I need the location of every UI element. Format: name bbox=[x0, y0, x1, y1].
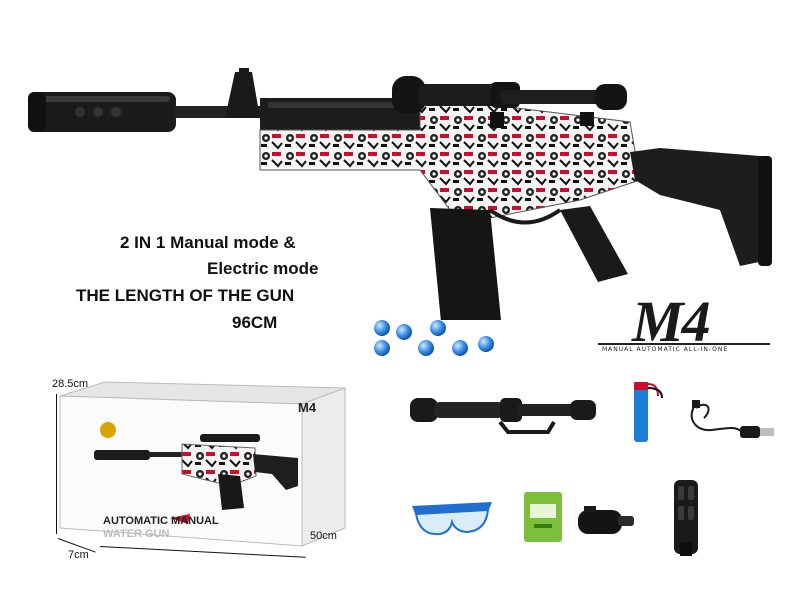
suppressor-icon bbox=[28, 92, 176, 132]
height-dimension-line bbox=[56, 394, 57, 534]
box-depth-label: 7cm bbox=[68, 549, 89, 561]
muzzle-suppressor-accessory-icon bbox=[674, 480, 698, 556]
scope-accessory-icon bbox=[410, 398, 596, 434]
box-model-label: M4 bbox=[298, 400, 317, 415]
logo-divider bbox=[598, 343, 770, 345]
bead bbox=[478, 336, 494, 352]
spec-length-label: THE LENGTH OF THE GUN bbox=[76, 286, 295, 305]
spec-length-value: 96CM bbox=[232, 313, 278, 332]
bead bbox=[418, 340, 434, 356]
logo-subtitle: MANUAL AUTOMATIC ALL-IN-ONE bbox=[602, 346, 729, 353]
scope-icon bbox=[392, 76, 627, 128]
box-height-label: 28.5cm bbox=[52, 378, 89, 390]
water-beads bbox=[374, 320, 494, 356]
bead bbox=[374, 340, 390, 356]
usb-cable-accessory-icon bbox=[690, 400, 774, 438]
package-box bbox=[59, 381, 346, 547]
box-width-label: 50cm bbox=[310, 530, 337, 542]
battery-accessory-icon bbox=[634, 382, 663, 442]
bead bbox=[452, 340, 468, 356]
spec-mode-line1: 2 IN 1 Manual mode & bbox=[120, 233, 296, 252]
bead bbox=[430, 320, 446, 336]
bead bbox=[396, 324, 412, 340]
safety-goggles-accessory-icon bbox=[412, 502, 492, 536]
box-subtitle: WATER GUN bbox=[103, 528, 170, 540]
bead bbox=[374, 320, 390, 336]
spec-mode-line2: Electric mode bbox=[207, 259, 319, 278]
shoulder-strap-accessory-icon bbox=[578, 506, 634, 534]
box-title: AUTOMATIC MANUAL bbox=[103, 515, 219, 527]
main-gun-illustration bbox=[28, 68, 772, 320]
water-bead-pack-accessory-icon bbox=[524, 492, 562, 542]
